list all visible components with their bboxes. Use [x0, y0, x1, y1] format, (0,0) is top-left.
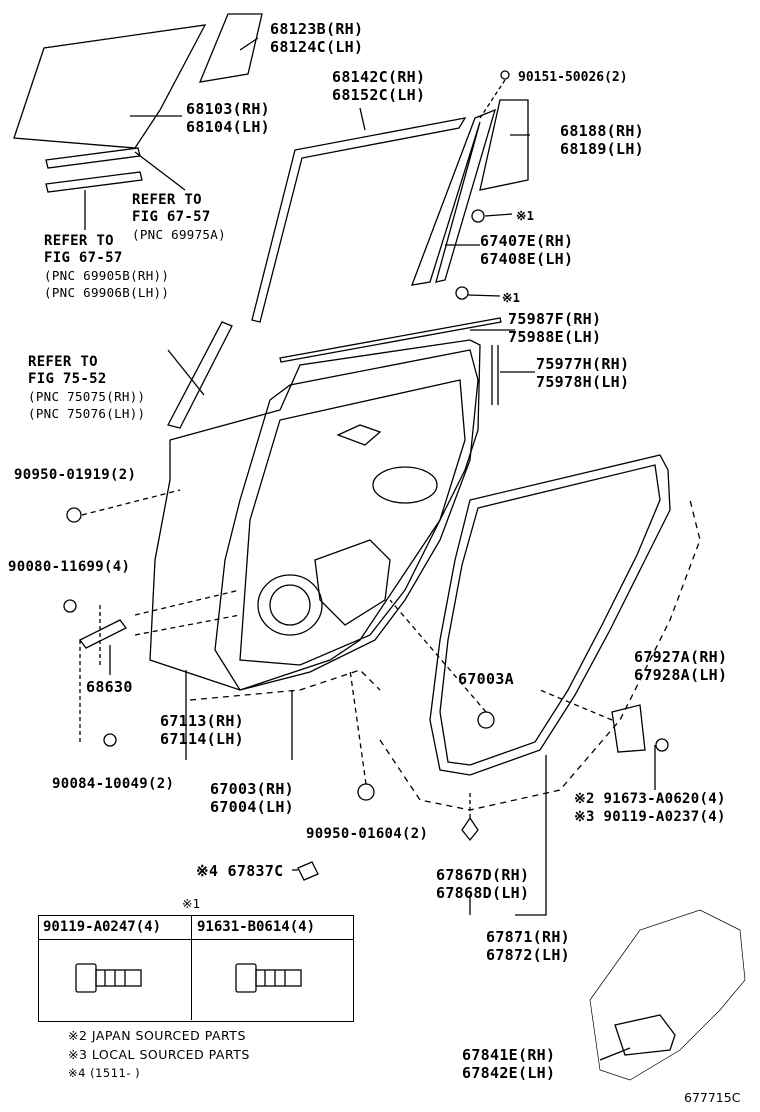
protector-inset — [589, 909, 746, 1081]
door-hinge — [611, 704, 646, 753]
table-title: ※1 — [182, 896, 200, 911]
protector-part — [614, 1014, 676, 1056]
glass-run-strip-1 — [45, 147, 141, 169]
quarter-glass — [479, 99, 529, 191]
bolt-table: 90119-A0247(4) 91631-B0614(4) — [38, 915, 354, 1022]
label-bolt-x2: ※2 91673-A0620(4) — [574, 791, 726, 807]
glass-channel — [251, 117, 467, 323]
bolt-icon-2 — [235, 963, 302, 993]
label-check: 68630 — [86, 678, 133, 696]
door-inner-frame — [214, 349, 479, 691]
bolt-table-col1: 90119-A0247(4) — [43, 919, 162, 935]
bolt-table-header: 90119-A0247(4) 91631-B0614(4) — [39, 916, 353, 940]
belt-moulding — [279, 317, 502, 363]
label-glass-rear: 68103(RH)68104(LH) — [186, 100, 270, 136]
door-weatherstrip — [429, 454, 671, 776]
note-x3: ※3 LOCAL SOURCED PARTS — [68, 1047, 250, 1062]
label-frame-moulding: 75977H(RH)75978H(LH) — [536, 355, 630, 391]
label-striker-pan: 67113(RH)67114(LH) — [160, 712, 244, 748]
label-bolt-top: 90151-50026(2) — [518, 70, 628, 85]
label-glass-front: 68123B(RH)68124C(LH) — [270, 20, 364, 56]
label-door-panel: 67003(RH)67004(LH) — [210, 780, 294, 816]
bolt-icon-1 — [75, 963, 142, 993]
label-x1-a: ※1 — [516, 208, 534, 223]
door-check — [79, 619, 127, 649]
door-glass-front — [198, 13, 263, 83]
frame-moulding — [491, 345, 499, 405]
label-bolt-x3: ※3 90119-A0237(4) — [574, 809, 726, 825]
label-clip-top: 90950-01919(2) — [14, 467, 137, 483]
note-x4: ※4 (1511- ) — [68, 1066, 141, 1080]
bolt-table-col2: 91631-B0614(4) — [197, 919, 316, 935]
label-door-panel-a: 67003A — [458, 670, 514, 688]
label-x1-b: ※1 — [502, 290, 520, 305]
outer-moulding — [167, 321, 233, 429]
label-x4-part: ※4 67837C — [196, 862, 284, 880]
label-bolt-hinge: 90080-11699(4) — [8, 559, 131, 575]
label-channel: 68142C(RH)68152C(LH) — [332, 68, 426, 104]
door-glass-rear — [13, 24, 207, 149]
label-weatherstrip: 67871(RH)67872(LH) — [486, 928, 570, 964]
door-frame-sub — [410, 108, 497, 286]
label-clip-bottom: 90950-01604(2) — [306, 826, 429, 842]
label-frame-sub: 67407E(RH)67408E(LH) — [480, 232, 574, 268]
label-belt-moulding: 75987F(RH)75988E(LH) — [508, 310, 602, 346]
label-weatherstrip-sub: 67867D(RH)67868D(LH) — [436, 866, 530, 902]
label-protector: 67841E(RH)67842E(LH) — [462, 1046, 556, 1082]
figure-code: 677715C — [684, 1090, 741, 1105]
note-x2: ※2 JAPAN SOURCED PARTS — [68, 1028, 246, 1043]
glass-run-strip-2 — [45, 171, 143, 193]
label-quarter-glass: 68188(RH)68189(LH) — [560, 122, 644, 158]
bolt-table-cell-1 — [39, 916, 192, 1020]
label-hinge: 67927A(RH)67928A(LH) — [634, 648, 728, 684]
door-outer-panel — [149, 339, 481, 691]
label-bolt-check: 90084-10049(2) — [52, 776, 175, 792]
